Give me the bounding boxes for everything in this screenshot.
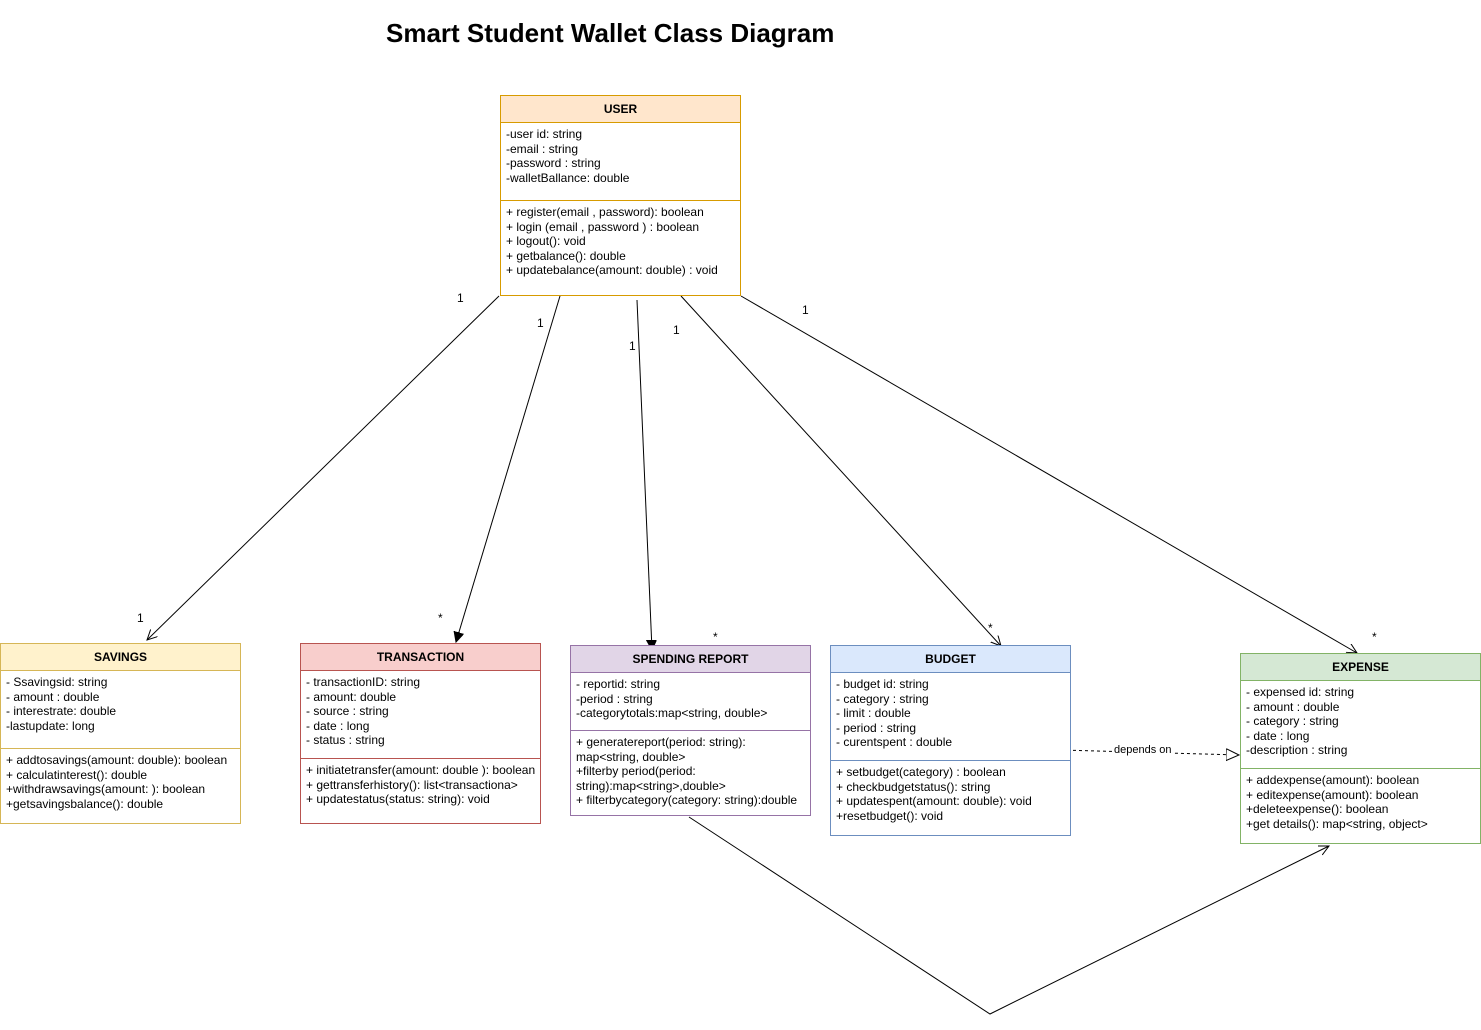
class-budget-methods: + setbudget(category) : boolean+ checkbu… bbox=[831, 761, 1070, 827]
diagram-title: Smart Student Wallet Class Diagram bbox=[386, 18, 835, 48]
mult-user-expense-dst: * bbox=[1372, 630, 1377, 644]
class-savings-methods-item: +getsavingsbalance(): double bbox=[6, 796, 164, 811]
class-report-methods-item: +filterby period(period: bbox=[576, 764, 696, 779]
class-expense-methods-item: +get details(): map<string, object> bbox=[1246, 816, 1428, 831]
class-budget-methods-item: + setbudget(category) : boolean bbox=[836, 765, 1006, 779]
class-user-attributes-item: -password : string bbox=[506, 156, 601, 171]
class-user-methods: + register(email , password): boolean+ l… bbox=[501, 201, 740, 282]
class-report-methods-item: map<string, double> bbox=[576, 749, 686, 764]
class-user-methods-item: + register(email , password): boolean bbox=[506, 205, 704, 219]
class-spending-report[interactable]: SPENDING REPORT - reportid: string-perio… bbox=[570, 645, 811, 816]
class-report-methods: + generatereport(period: string):map<str… bbox=[571, 731, 810, 812]
class-budget-attributes-item: - curentspent : double bbox=[836, 735, 953, 750]
class-transaction-attributes-item: - status : string bbox=[306, 733, 385, 748]
class-report-attributes-item: - reportid: string bbox=[576, 677, 661, 691]
class-expense-attributes-item: -description : string bbox=[1246, 743, 1348, 758]
class-user-methods-item: + logout(): void bbox=[506, 234, 586, 249]
class-report-attributes-item: -categorytotals:map<string, double> bbox=[576, 706, 768, 721]
class-transaction-methods: + initiatetransfer(amount: double ): boo… bbox=[301, 759, 540, 811]
class-budget-name: BUDGET bbox=[831, 646, 1070, 673]
class-user[interactable]: USER -user id: string-email : string-pas… bbox=[500, 95, 741, 296]
class-savings-attributes-item: - interestrate: double bbox=[6, 704, 117, 719]
class-budget-attributes-item: - budget id: string bbox=[836, 677, 929, 691]
class-budget-methods-item: + updatespent(amount: double): void bbox=[836, 794, 1032, 809]
class-transaction-methods-item: + updatestatus(status: string): void bbox=[306, 792, 490, 807]
class-transaction[interactable]: TRANSACTION - transactionID: string- amo… bbox=[300, 643, 541, 824]
class-savings-attributes: - Ssavingsid: string- amount : double- i… bbox=[1, 671, 240, 749]
edge-user-transaction bbox=[456, 295, 561, 642]
class-savings-attributes-item: - Ssavingsid: string bbox=[6, 675, 108, 689]
mult-user-transaction-src: 1 bbox=[537, 316, 544, 330]
class-transaction-attributes: - transactionID: string- amount: double-… bbox=[301, 671, 540, 759]
class-transaction-attributes-item: - date : long bbox=[306, 718, 370, 733]
class-savings-attributes-item: - amount : double bbox=[6, 689, 100, 704]
class-user-attributes-item: -user id: string bbox=[506, 127, 583, 141]
class-budget-methods-item: +resetbudget(): void bbox=[836, 808, 944, 823]
class-expense[interactable]: EXPENSE - expensed id: string- amount : … bbox=[1240, 653, 1481, 844]
class-transaction-name: TRANSACTION bbox=[301, 644, 540, 671]
class-report-attributes: - reportid: string-period : string-categ… bbox=[571, 673, 810, 731]
class-report-name: SPENDING REPORT bbox=[571, 646, 810, 673]
mult-user-budget-dst: * bbox=[988, 621, 993, 635]
class-expense-attributes-item: - category : string bbox=[1246, 714, 1339, 729]
class-expense-methods-item: + editexpense(amount): boolean bbox=[1246, 787, 1419, 802]
mult-user-budget-src: 1 bbox=[673, 323, 680, 337]
class-expense-methods: + addexpense(amount): boolean+ editexpen… bbox=[1241, 769, 1480, 835]
class-savings-attributes-item: -lastupdate: long bbox=[6, 718, 95, 733]
class-user-methods-item: + getbalance(): double bbox=[506, 248, 626, 263]
class-transaction-attributes-item: - source : string bbox=[306, 704, 389, 719]
class-savings-methods-item: + calculatinterest(): double bbox=[6, 767, 148, 782]
mult-user-transaction-dst: * bbox=[438, 611, 443, 625]
class-transaction-attributes-item: - amount: double bbox=[306, 689, 397, 704]
dependency-label: depends on bbox=[1112, 744, 1174, 756]
class-user-attributes-item: -email : string bbox=[506, 141, 579, 156]
mult-user-report-src: 1 bbox=[629, 339, 636, 353]
class-expense-attributes: - expensed id: string- amount : double- … bbox=[1241, 681, 1480, 769]
class-expense-methods-item: + addexpense(amount): boolean bbox=[1246, 773, 1420, 787]
class-expense-attributes-item: - amount : double bbox=[1246, 699, 1340, 714]
class-savings-methods-item: + addtosavings(amount: double): boolean bbox=[6, 753, 228, 767]
class-report-methods-item: + generatereport(period: string): bbox=[576, 735, 746, 749]
class-savings-methods-item: +withdrawsavings(amount: ): boolean bbox=[6, 782, 206, 797]
mult-user-savings-src: 1 bbox=[457, 291, 464, 305]
mult-user-savings-dst: 1 bbox=[137, 611, 144, 625]
class-expense-methods-item: +deleteexpense(): boolean bbox=[1246, 802, 1389, 817]
class-user-attributes: -user id: string-email : string-password… bbox=[501, 123, 740, 201]
class-user-attributes-item: -walletBallance: double bbox=[506, 170, 630, 185]
class-transaction-methods-item: + gettransferhistory(): list<transaction… bbox=[306, 777, 518, 792]
class-user-name: USER bbox=[501, 96, 740, 123]
edge-user-report bbox=[636, 299, 652, 650]
class-report-methods-item: string):map<string>,double> bbox=[576, 778, 726, 793]
class-budget-methods-item: + checkbudgetstatus(): string bbox=[836, 779, 991, 794]
edge-user-savings bbox=[147, 295, 500, 640]
edge-user-budget bbox=[680, 295, 1001, 646]
class-user-methods-item: + updatebalance(amount: double) : void bbox=[506, 263, 718, 278]
class-report-attributes-item: -period : string bbox=[576, 691, 653, 706]
class-transaction-methods-item: + initiatetransfer(amount: double ): boo… bbox=[306, 763, 536, 777]
class-savings[interactable]: SAVINGS - Ssavingsid: string- amount : d… bbox=[0, 643, 241, 824]
edge-report-expense bbox=[688, 816, 1329, 1015]
class-expense-attributes-item: - expensed id: string bbox=[1246, 685, 1355, 699]
class-report-methods-item: + filterbycategory(category: string):dou… bbox=[576, 793, 798, 808]
class-transaction-attributes-item: - transactionID: string bbox=[306, 675, 421, 689]
class-savings-methods: + addtosavings(amount: double): boolean+… bbox=[1, 749, 240, 815]
class-expense-attributes-item: - date : long bbox=[1246, 728, 1310, 743]
class-budget-attributes-item: - category : string bbox=[836, 691, 929, 706]
mult-user-expense-src: 1 bbox=[802, 303, 809, 317]
edge-user-expense bbox=[740, 295, 1357, 653]
class-expense-name: EXPENSE bbox=[1241, 654, 1480, 681]
mult-user-report-dst: * bbox=[713, 630, 718, 644]
class-budget-attributes: - budget id: string- category : string- … bbox=[831, 673, 1070, 761]
class-budget[interactable]: BUDGET - budget id: string- category : s… bbox=[830, 645, 1071, 836]
class-budget-attributes-item: - limit : double bbox=[836, 706, 911, 721]
class-user-methods-item: + login (email , password ) : boolean bbox=[506, 219, 700, 234]
class-savings-name: SAVINGS bbox=[1, 644, 240, 671]
class-budget-attributes-item: - period : string bbox=[836, 720, 917, 735]
